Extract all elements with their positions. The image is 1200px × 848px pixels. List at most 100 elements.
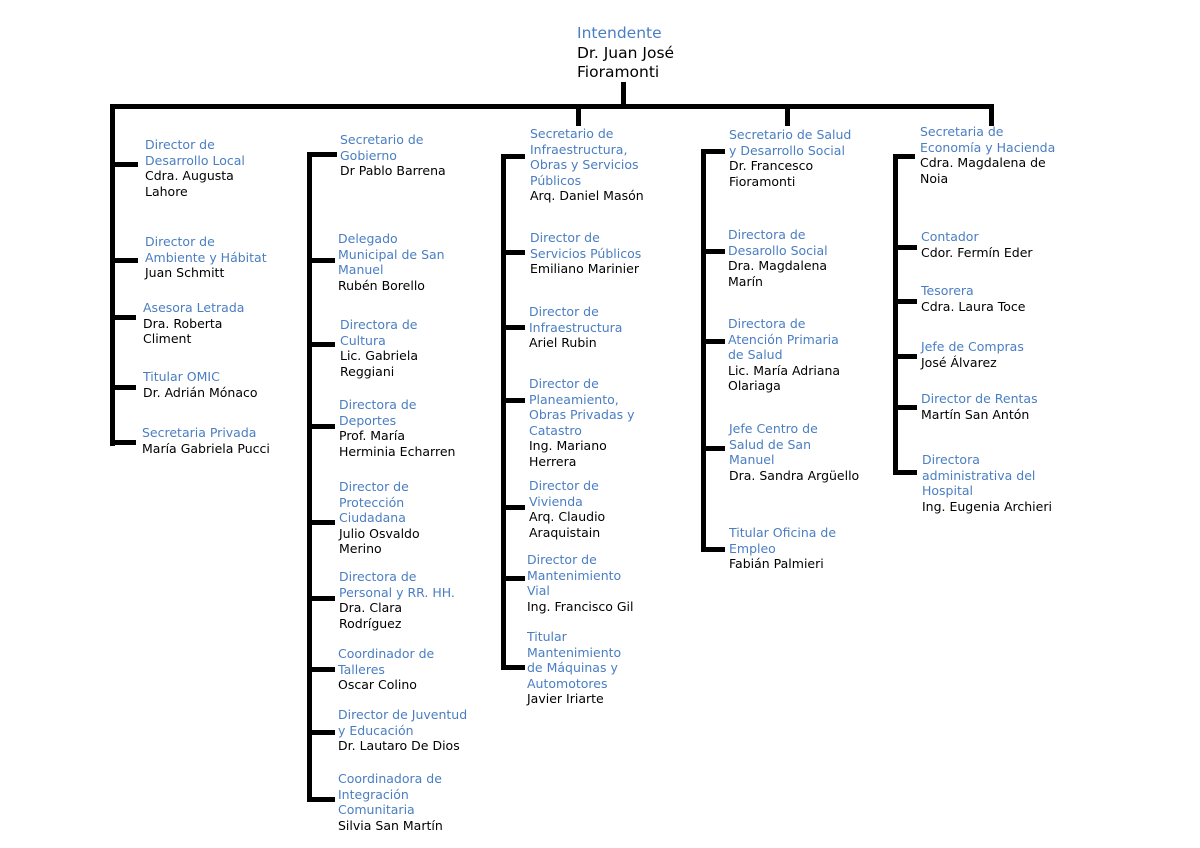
node-col2-8: Coordinadora de Integración Comunitaria …	[338, 771, 443, 833]
connector-tick	[110, 162, 138, 167]
node-role: Director de Ambiente y Hábitat	[145, 234, 267, 265]
node-col2-6: Coordinador de Talleres Oscar Colino	[338, 646, 434, 693]
node-col2-0: Secretario de Gobierno Dr Pablo Barrena	[340, 132, 446, 179]
node-role: Directora de Personal y RR. HH.	[339, 569, 455, 600]
node-role: Secretaria de Economía y Hacienda	[920, 124, 1056, 155]
node-role: Director de Servicios Públicos	[530, 230, 642, 261]
node-col5-1: Contador Cdor. Fermín Eder	[921, 229, 1033, 260]
node-col4-0: Secretario de Salud y Desarrollo Social …	[729, 127, 851, 189]
node-name: Lic. Gabriela Reggiani	[340, 348, 418, 379]
node-name: Martín San Antón	[921, 406, 1030, 422]
node-col4-1: Directora de Desarollo Social Dra. Magda…	[728, 227, 828, 289]
node-col3-5: Director de Mantenimiento Vial Ing. Fran…	[527, 552, 633, 614]
connector-col5-drop	[989, 104, 994, 126]
node-role: Delegado Municipal de San Manuel	[338, 231, 445, 277]
node-name: Oscar Colino	[338, 677, 417, 692]
node-name: Lic. María Adriana Olariaga	[728, 362, 841, 394]
node-name: María Gabriela Pucci	[142, 440, 270, 456]
node-col1-3: Titular OMIC Dr. Adrián Mónaco	[143, 369, 258, 400]
connector-tick	[701, 547, 725, 552]
connector-tick	[893, 405, 917, 410]
connector-tick	[893, 299, 917, 304]
node-col4-2: Directora de Atención Primaria de Salud …	[728, 316, 840, 394]
connector-tick	[307, 258, 335, 263]
node-name: Ing. Mariano Herrera	[529, 438, 607, 469]
node-role: Tesorera	[921, 283, 974, 298]
node-role: Directora de Atención Primaria de Salud	[728, 316, 839, 362]
connector-tick	[893, 154, 915, 159]
connector-tick	[501, 154, 525, 159]
node-name: Ing. Francisco Gil	[527, 598, 634, 614]
node-col5-5: Directora administrativa del Hospital In…	[922, 452, 1052, 514]
node-col1-1: Director de Ambiente y Hábitat Juan Schm…	[145, 234, 267, 281]
node-name: Ing. Eugenia Archieri	[922, 498, 1052, 514]
connector-col2-spine	[307, 152, 312, 800]
connector-tick	[701, 249, 725, 254]
connector-tick	[501, 665, 525, 670]
node-name: Arq. Daniel Masón	[530, 188, 644, 203]
connector-tick	[893, 470, 917, 475]
connector-col4-spine	[701, 149, 706, 551]
node-role: Coordinadora de Integración Comunitaria	[338, 771, 442, 817]
node-col3-3: Director de Planeamiento, Obras Privadas…	[529, 376, 635, 469]
connector-tick	[110, 385, 136, 390]
connector-tick	[307, 424, 335, 429]
node-col3-2: Director de Infraestructura Ariel Rubin	[529, 304, 622, 351]
node-col3-4: Director de Vivienda Arq. Claudio Araqui…	[529, 478, 605, 540]
node-role: Directora de Cultura	[340, 317, 418, 348]
connector-tick	[501, 398, 525, 403]
node-name: Ariel Rubin	[529, 335, 597, 350]
node-name: Silvia San Martín	[338, 817, 443, 833]
node-role: Directora de Desarollo Social	[728, 227, 828, 258]
node-col1-2: Asesora Letrada Dra. Roberta Climent	[143, 300, 244, 347]
node-name: Cdor. Fermín Eder	[921, 244, 1033, 260]
node-col3-1: Director de Servicios Públicos Emiliano …	[530, 230, 641, 277]
node-role: Jefe Centro de Salud de San Manuel	[729, 421, 818, 467]
node-role: Secretaria Privada	[142, 425, 257, 440]
node-name: Dr. Lautaro De Dios	[338, 738, 460, 753]
node-col1-4: Secretaria Privada María Gabriela Pucci	[142, 425, 270, 456]
connector-tick	[893, 245, 917, 250]
node-role: Titular Oficina de Empleo	[729, 525, 837, 556]
node-col2-2: Directora de Cultura Lic. Gabriela Reggi…	[340, 317, 418, 379]
node-name: Juan Schmitt	[145, 265, 225, 280]
node-name: Prof. María Herminia Echarren	[339, 428, 456, 459]
node-role: Titular Mantenimiento de Máquinas y Auto…	[527, 629, 622, 691]
node-role: Jefe de Compras	[921, 339, 1024, 354]
connector-col3-drop	[576, 104, 581, 126]
connector-tick	[501, 576, 525, 581]
node-role: Asesora Letrada	[143, 300, 245, 315]
node-col3-0: Secretario de Infraestructura, Obras y S…	[530, 126, 644, 204]
node-name: Cdra. Augusta Lahore	[145, 168, 234, 199]
connector-tick	[110, 315, 136, 320]
node-name: Emiliano Marinier	[530, 261, 639, 276]
connector-col1-drop	[110, 104, 115, 446]
connector-tick	[307, 152, 337, 157]
connector-col5-spine	[893, 154, 898, 474]
node-role: Director de Juventud y Educación	[338, 707, 468, 738]
connector-tick	[501, 250, 525, 255]
connector-tick	[307, 520, 335, 525]
node-role: Intendente	[577, 24, 662, 42]
connector-tick	[501, 325, 525, 330]
node-name: Cdra. Laura Toce	[921, 298, 1026, 314]
connector-tick	[701, 149, 725, 154]
node-role: Titular OMIC	[143, 369, 220, 384]
node-col2-4: Director de Protección Ciudadana Julio O…	[339, 479, 420, 557]
node-role: Directora de Deportes	[339, 397, 417, 428]
node-role: Director de Planeamiento, Obras Privadas…	[529, 376, 635, 438]
connector-horizontal-bus	[110, 104, 994, 109]
node-col5-0: Secretaria de Economía y Hacienda Cdra. …	[920, 124, 1055, 186]
connector-tick	[501, 505, 525, 510]
node-name: Dra. Clara Rodríguez	[339, 600, 403, 631]
node-name: Javier Iriarte	[527, 691, 604, 706]
node-role: Coordinador de Talleres	[338, 646, 435, 677]
node-name: Dr. Adrián Mónaco	[143, 384, 258, 400]
node-role: Director de Infraestructura	[529, 304, 623, 335]
node-col2-5: Directora de Personal y RR. HH. Dra. Cla…	[339, 569, 455, 631]
node-name: José Álvarez	[921, 354, 997, 370]
node-col3-6: Titular Mantenimiento de Máquinas y Auto…	[527, 629, 621, 707]
connector-tick	[110, 258, 138, 263]
node-name: Dr. Francesco Fioramonti	[729, 158, 814, 189]
node-col1-0: Director de Desarrollo Local Cdra. Augus…	[145, 137, 245, 199]
